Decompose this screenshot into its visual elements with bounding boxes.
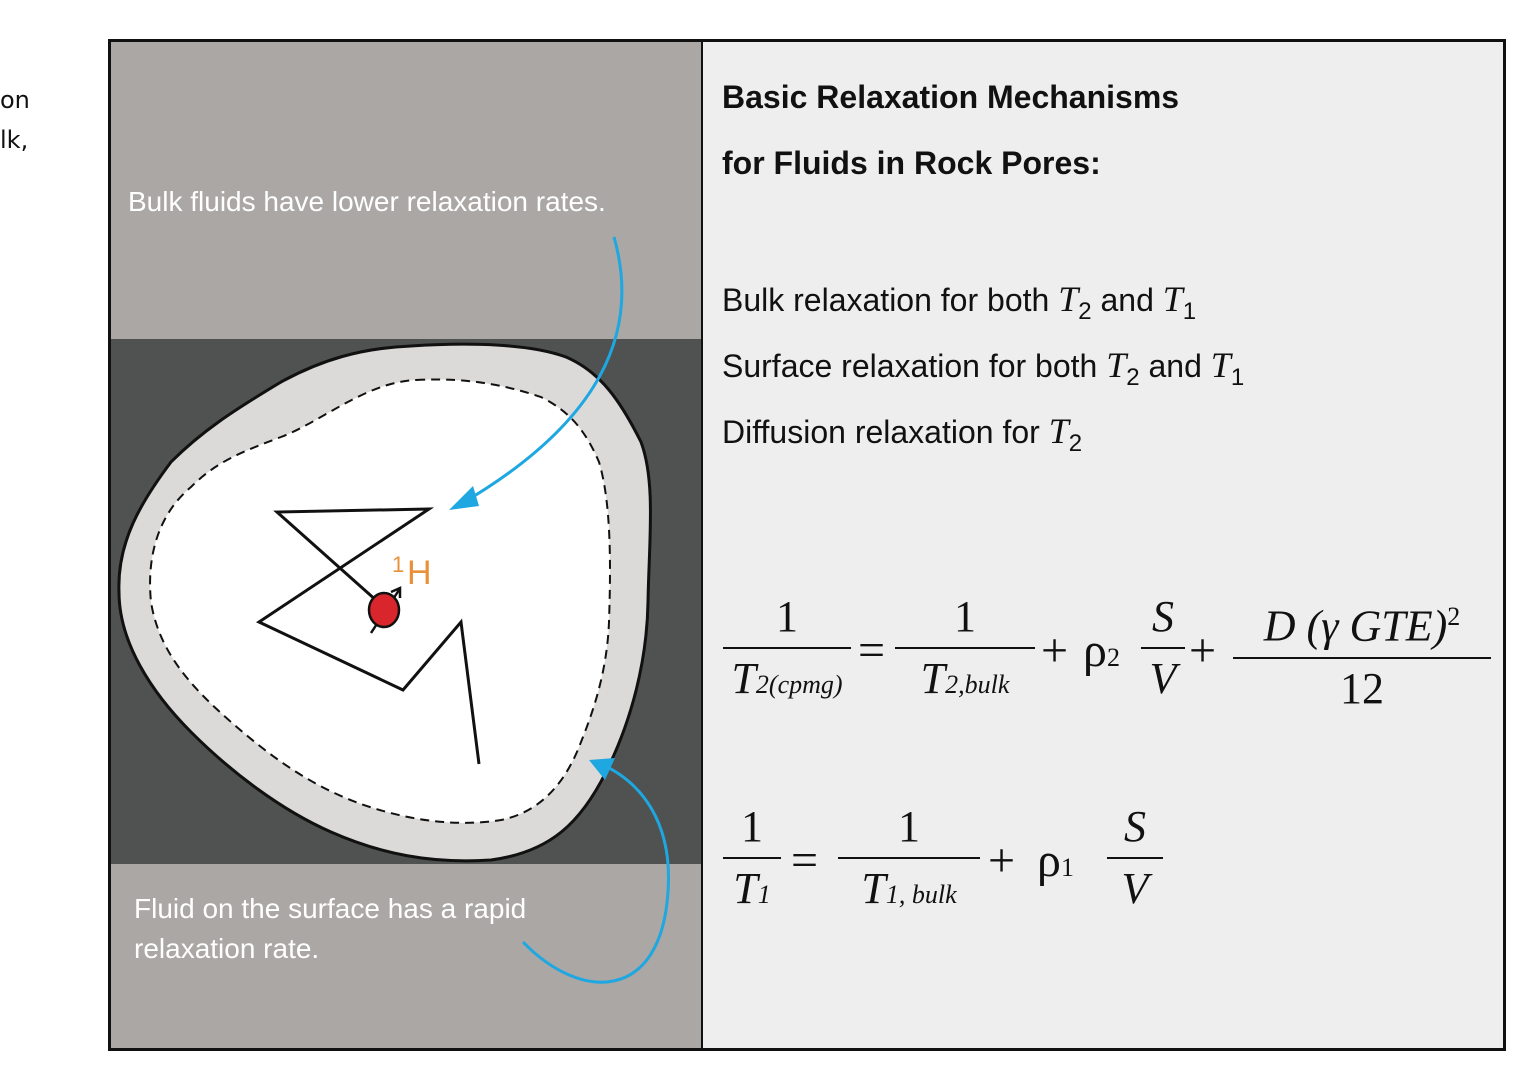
nucleus-mass-label: 1	[392, 552, 404, 577]
pore-illustration: 1 H	[117, 236, 671, 984]
mechanism-bulk: Bulk relaxation for both T2 and T1	[722, 279, 1197, 325]
curved-arrow-icon	[449, 236, 624, 510]
diffusion-path	[255, 507, 481, 765]
heading-line1: Basic Relaxation Mechanisms	[722, 79, 1180, 115]
bulk-callout: Bulk fluids have lower relaxation rates.	[128, 186, 606, 217]
surface-band	[111, 864, 701, 1048]
bulk-band	[111, 42, 701, 339]
t2-equation: 1 T2(cpmg) = 1 T2,bulk + ρ2 S V + D (γ G…	[703, 587, 1503, 727]
t1-equation: 1 T1 = 1 T1, bulk + ρ1 S V	[703, 797, 1203, 937]
pore-diagram-panel: 1 H Bulk fluids have lower relaxation ra…	[111, 42, 701, 1048]
hydrogen-spin-icon	[367, 586, 402, 634]
surface-callout-line1: Fluid on the surface has a rapid	[134, 893, 527, 924]
edge-text-1: on	[0, 86, 30, 114]
heading-line2: for Fluids in Rock Pores:	[722, 145, 1101, 181]
panel-divider	[701, 42, 703, 1048]
mechanism-surface: Surface relaxation for both T2 and T1	[722, 345, 1245, 391]
nucleus-symbol-label: H	[407, 554, 432, 592]
mechanism-diffusion: Diffusion relaxation for T2	[722, 411, 1083, 457]
surface-callout-line2: relaxation rate.	[134, 933, 320, 964]
mechanisms-panel: Basic Relaxation Mechanisms for Fluids i…	[703, 42, 1503, 1048]
edge-text-2: lk,	[0, 126, 29, 154]
curved-arrow-icon	[521, 758, 671, 984]
figure-frame: 1 H Bulk fluids have lower relaxation ra…	[108, 39, 1506, 1051]
